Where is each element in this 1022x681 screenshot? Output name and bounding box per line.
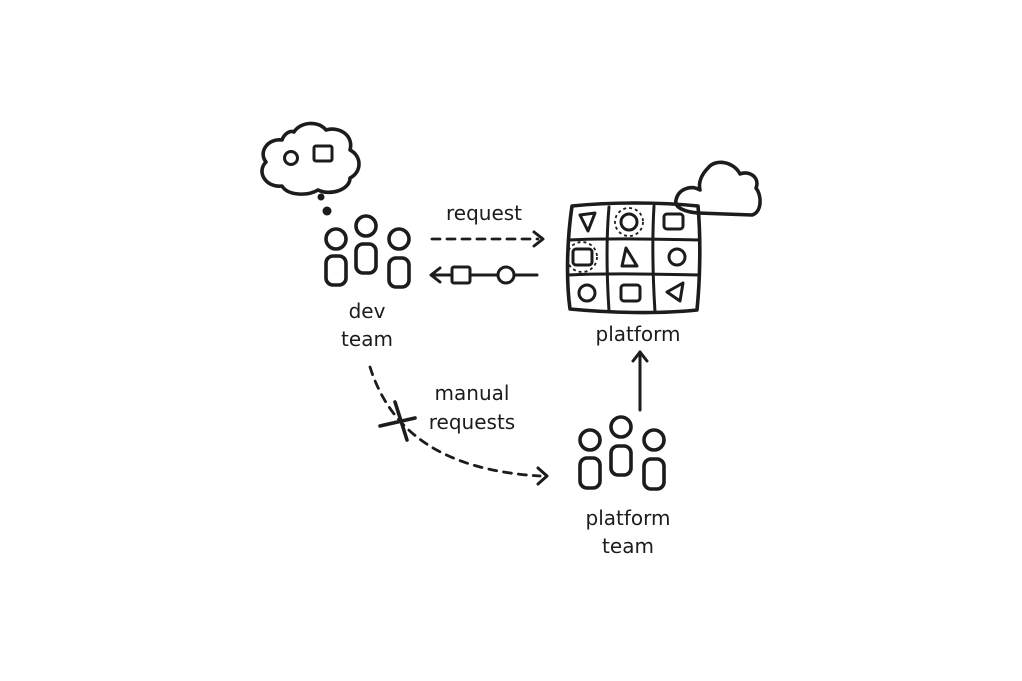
thought-bubble-icon	[260, 121, 361, 216]
platform-icon	[565, 201, 702, 315]
dev-team-label-line1: dev	[349, 299, 386, 323]
response-arrow	[429, 265, 539, 285]
manual-requests-label-line2: requests	[429, 410, 515, 434]
cross-icon	[378, 400, 417, 442]
up-arrow	[631, 350, 649, 412]
request-label: request	[446, 201, 522, 225]
manual-requests-label-line1: manual	[435, 381, 510, 405]
manual-requests-arrow	[368, 365, 549, 486]
dev-team-icon	[324, 214, 411, 289]
platform-team-icon	[578, 415, 666, 491]
platform-label: platform	[596, 322, 681, 346]
request-arrow	[430, 230, 545, 248]
dev-team-label-line2: team	[341, 327, 393, 351]
platform-team-label-line2: team	[602, 534, 654, 558]
cloud-icon	[674, 160, 762, 217]
platform-team-label-line1: platform	[586, 506, 671, 530]
